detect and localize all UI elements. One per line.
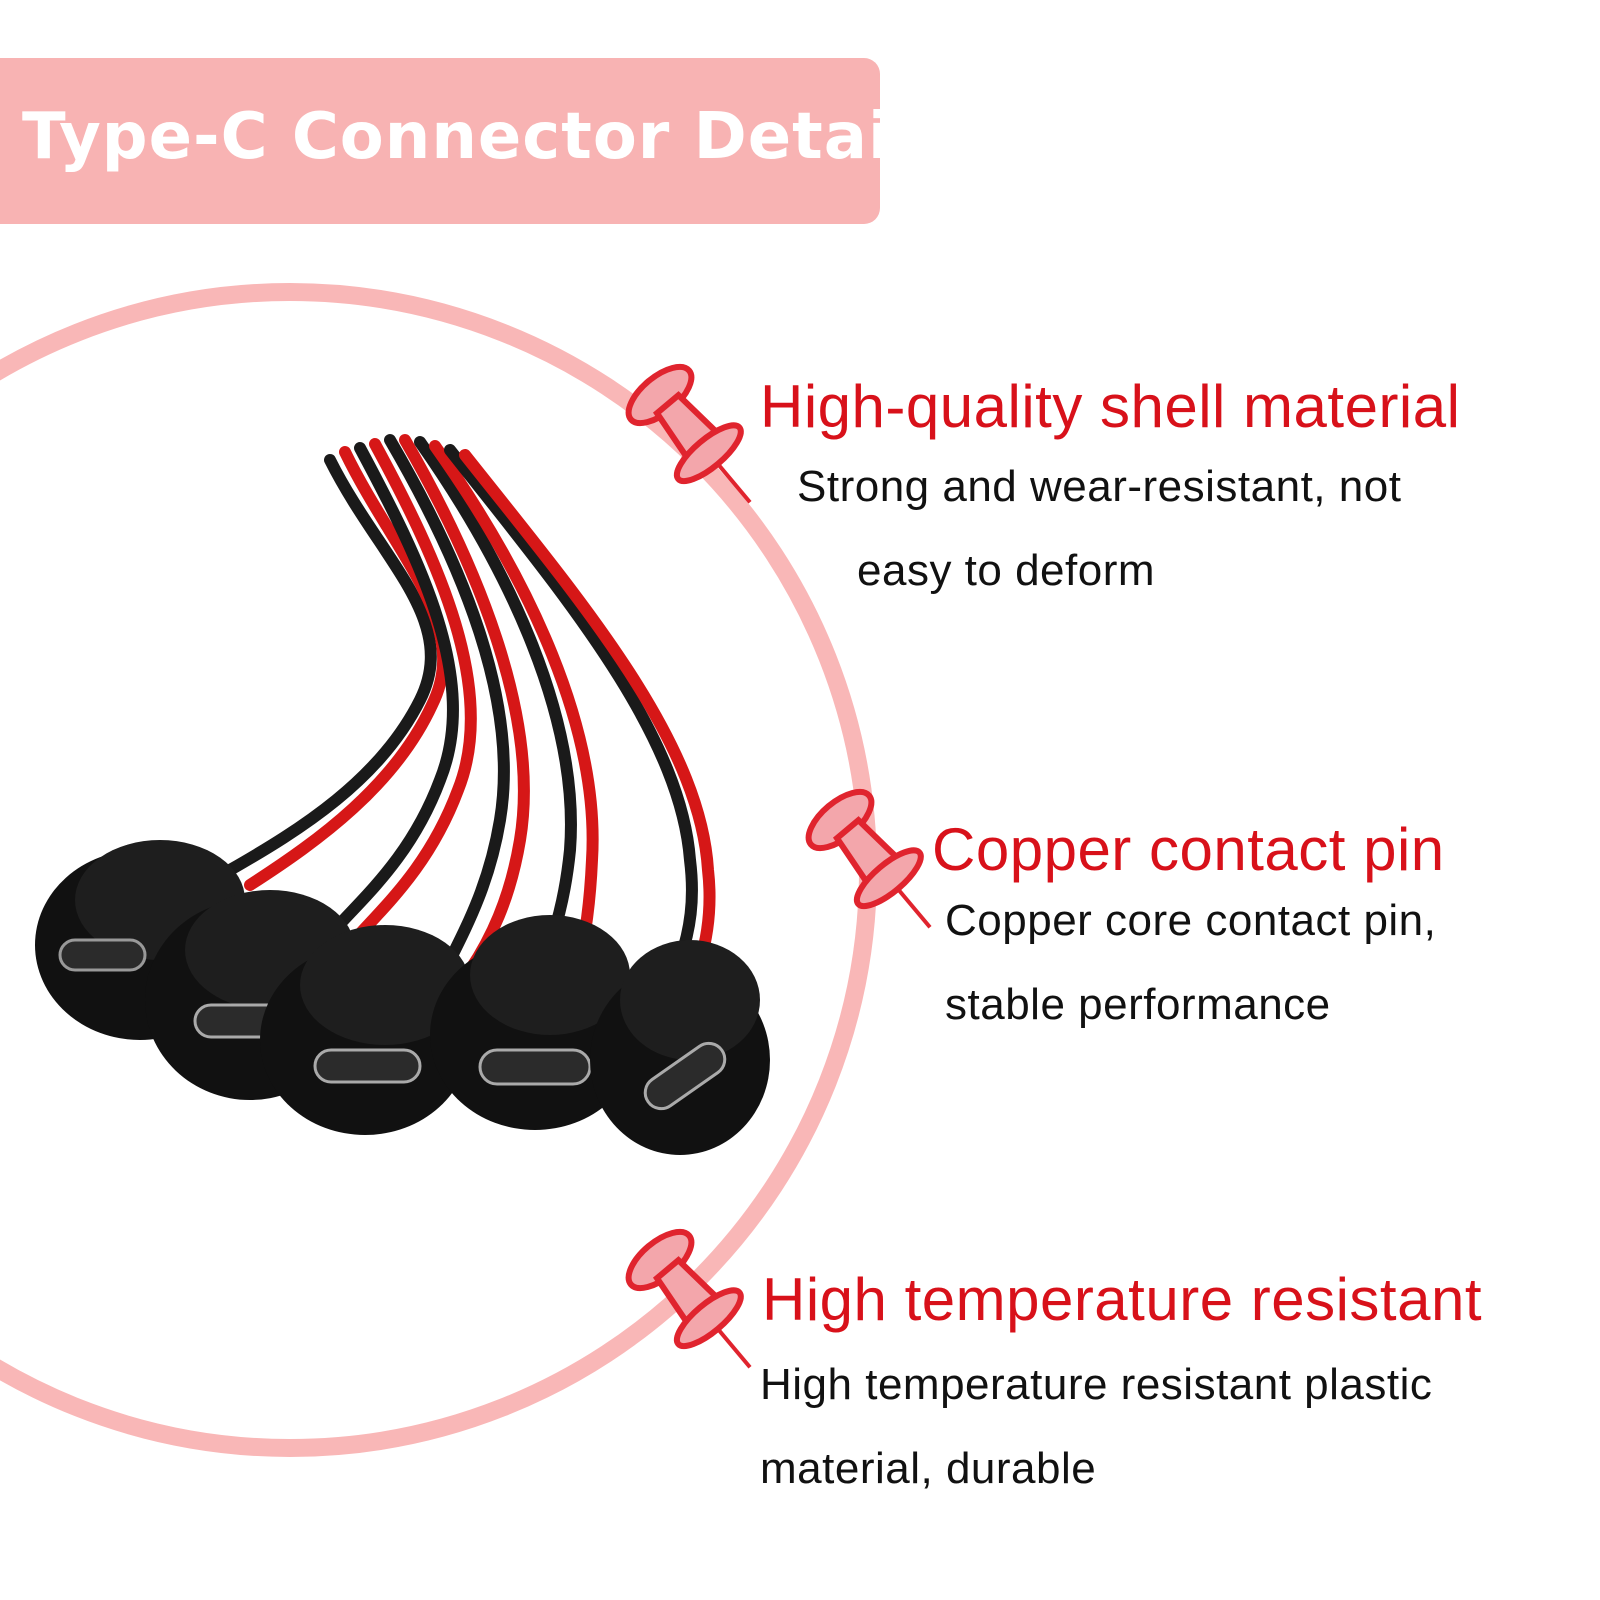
feature-heading-copper: Copper contact pin bbox=[932, 816, 1445, 883]
connector-heads bbox=[35, 840, 770, 1155]
push-pin-icon bbox=[625, 1228, 752, 1369]
feature-desc-copper-line1: Copper core contact pin, bbox=[945, 896, 1437, 945]
title-banner bbox=[0, 58, 880, 224]
feature-desc-shell-line2: easy to deform bbox=[857, 546, 1156, 595]
feature-desc-copper-line2: stable performance bbox=[945, 980, 1331, 1029]
feature-heading-temperature: High temperature resistant bbox=[762, 1266, 1482, 1333]
banner-title: Type-C Connector Detail bbox=[22, 100, 914, 174]
feature-desc-temperature-line2: material, durable bbox=[760, 1444, 1097, 1493]
push-pin-icon bbox=[805, 788, 932, 929]
feature-desc-temperature-line1: High temperature resistant plastic bbox=[760, 1360, 1433, 1409]
feature-desc-shell-line1: Strong and wear-resistant, not bbox=[797, 462, 1402, 511]
connector-cables bbox=[224, 434, 716, 976]
push-pin-icon bbox=[625, 363, 752, 504]
feature-heading-shell: High-quality shell material bbox=[760, 373, 1461, 440]
